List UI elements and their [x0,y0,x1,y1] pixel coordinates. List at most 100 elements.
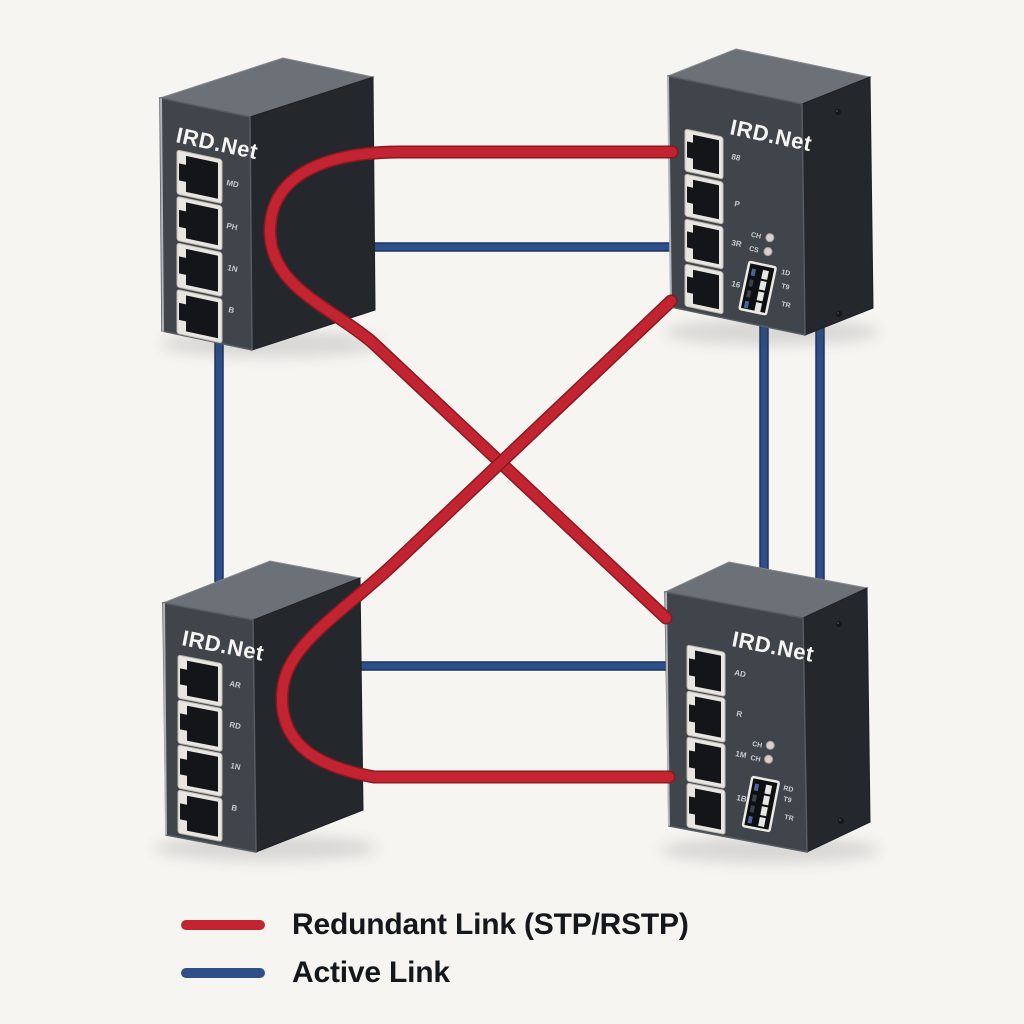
device-side-face [801,76,874,336]
rj45-port [684,218,724,270]
port-labels: AD R 1M 1B [734,668,748,804]
terminal-labels: RD T9 TR [783,785,795,823]
terminal-pin [750,268,757,277]
terminal-pin [753,783,760,792]
rj45-port [176,289,223,344]
rj45-port [176,149,223,204]
legend-label-redundant: Redundant Link (STP/RSTP) [292,908,689,941]
screw-icon [837,817,845,825]
terminal-label: 1D [781,269,791,278]
led-label: CH [751,741,762,750]
port-label: 1N [230,761,242,772]
screw-highlight [839,819,841,821]
terminal-label: TR [784,814,795,823]
terminal-pin [760,806,768,817]
port-label: PH [226,221,239,232]
screw-highlight [837,622,839,624]
rj45-port [176,196,223,251]
port-label: P [734,199,742,209]
led-label: CH [750,232,761,241]
front-edge-highlight [665,592,670,826]
rj45-port [684,173,724,225]
terminal-pin [758,817,766,827]
rj45-port [177,789,223,842]
active-links-layer [214,242,825,671]
led-label: CH [750,755,761,764]
active-link-swatch [181,968,265,978]
terminal-label: T9 [781,283,791,292]
port-column [684,128,724,315]
terminal-pin [762,795,770,806]
port-label: 1N [227,263,239,274]
port-column [176,149,223,344]
terminal-labels: 1D T9 TR [781,269,792,310]
rj45-port [684,263,724,315]
rj45-port [686,782,726,835]
terminal-label: TR [781,301,792,310]
front-edge-highlight [163,603,167,835]
legend-item-active: Active Link [181,956,689,990]
legend-label-active: Active Link [292,956,450,989]
rj45-port [686,644,726,697]
status-led-icon [765,740,775,750]
rj45-port [177,744,223,797]
status-leds: CH CS [748,232,775,257]
rj45-port [686,690,726,743]
cable-redundant-link [265,147,677,623]
switch-bottom-right: IRD.Net AD R 1M 1B CH CH RD T9 [660,561,880,863]
redundant-links-layer [263,145,679,784]
terminal-pin [748,279,754,287]
status-led-icon [765,233,775,243]
port-label: R [736,709,744,719]
rj45-port [684,128,724,180]
switch-bottom-left: IRD.Net AR RD 1N B [154,560,378,861]
cable-redundant-link [277,296,676,782]
screw-highlight [836,110,838,112]
terminal-pin [756,291,765,302]
port-column [177,654,223,842]
terminal-pin [751,794,758,802]
port-label: B [231,803,239,813]
port-label: RD [229,720,242,731]
port-label: AD [734,668,747,679]
terminal-block [738,260,777,316]
terminal-pin [754,302,763,313]
front-edge-highlight [667,76,672,307]
terminal-label: T9 [783,796,792,804]
terminal-block [741,775,780,833]
screw-icon [834,108,842,116]
terminal-pin [758,280,767,291]
screw-icon [835,310,843,318]
port-label: 3R [731,238,743,249]
screw-icon [835,620,843,628]
status-led-icon [764,754,774,764]
terminal-label: RD [783,785,794,794]
terminal-pin [761,269,769,280]
rj45-port [176,242,223,297]
port-label: 1B [736,793,748,804]
port-label: 88 [731,152,742,163]
terminal-pin [747,815,753,824]
front-edge-highlight [160,98,164,332]
legend: Redundant Link (STP/RSTP) Active Link [181,908,689,990]
rj45-port [686,736,726,789]
port-label: 1M [735,749,748,760]
switch-top-right: IRD.Net 88 P 3R 16 CH CS 1D T9 [664,48,880,345]
legend-item-redundant: Redundant Link (STP/RSTP) [181,908,689,942]
terminal-pin [746,290,752,298]
status-leds: CH CH [750,740,775,764]
led-label: CS [748,246,759,255]
terminal-pin [764,784,773,795]
status-led-icon [763,247,773,257]
port-label: B [228,305,236,315]
port-label: 16 [731,279,742,290]
terminal-pin [749,805,755,813]
rj45-port [177,699,223,752]
terminal-pin [743,300,750,309]
port-column [686,644,726,835]
screw-highlight [837,312,839,314]
redundant-link-swatch [181,920,265,930]
device-side-face [802,587,871,853]
switch-top-left: IRD.Net MD PH 1N B [158,57,384,357]
